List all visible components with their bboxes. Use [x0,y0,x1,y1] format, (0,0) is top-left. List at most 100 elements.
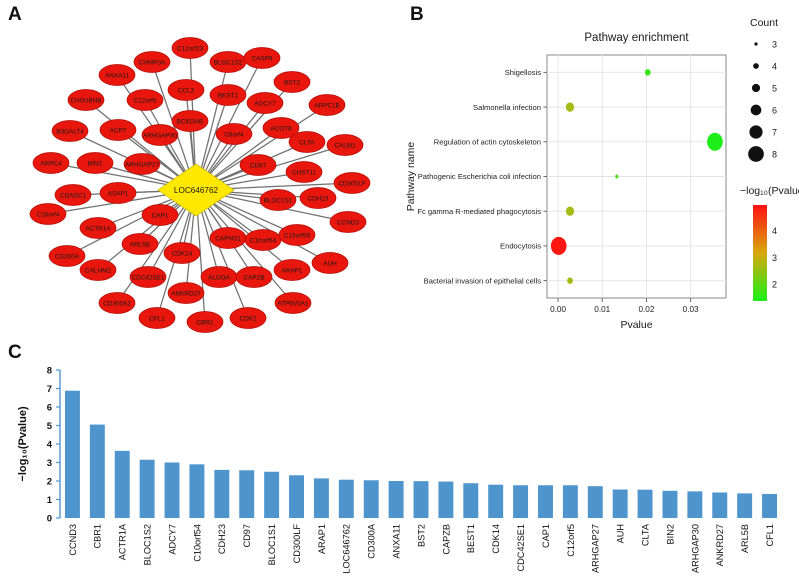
network-node[interactable]: CHMP3A [133,51,171,73]
node-ellipse[interactable] [99,119,137,141]
node-ellipse[interactable] [235,266,273,288]
bar[interactable] [737,493,753,518]
node-ellipse[interactable] [126,89,164,111]
network-node[interactable]: ADCY7 [246,92,284,114]
bubble-point[interactable] [565,206,575,216]
node-ellipse[interactable] [123,153,161,175]
bar[interactable] [637,489,653,518]
network-node[interactable]: CHST11 [285,161,323,183]
bar[interactable] [139,459,155,518]
network-node[interactable]: CD300A2 [98,292,136,314]
network-node[interactable]: CD300A [48,245,86,267]
node-ellipse[interactable] [333,172,371,194]
network-node[interactable]: CASP9 [243,47,281,69]
network-node[interactable]: ALDOA [200,266,238,288]
network-node[interactable]: CFL1 [138,307,176,329]
network-node[interactable]: CDH23 [299,187,337,209]
network-node[interactable]: CD300LF [333,172,371,194]
bar[interactable] [587,486,603,518]
network-node[interactable]: CAPNS1 [209,227,247,249]
bar[interactable] [612,489,628,518]
node-ellipse[interactable] [186,311,224,333]
network-node[interactable]: ACP7 [99,119,137,141]
network-node[interactable]: C19orf59 [278,224,316,246]
bar[interactable] [513,485,529,518]
bubble-point[interactable] [707,132,723,151]
bar[interactable] [89,424,105,518]
node-ellipse[interactable] [229,307,267,329]
network-node[interactable]: ARAP1 [273,259,311,281]
node-ellipse[interactable] [259,189,297,211]
network-node[interactable]: ATP6V0A1 [274,292,312,314]
node-ellipse[interactable] [79,259,117,281]
node-ellipse[interactable] [308,94,346,116]
network-node[interactable]: CBR1 [186,311,224,333]
network-node[interactable]: CAP1 [141,204,179,226]
node-ellipse[interactable] [326,134,364,156]
bar[interactable] [338,479,354,518]
network-node[interactable]: BST2 [273,71,311,93]
bar[interactable] [164,462,180,519]
node-ellipse[interactable] [278,224,316,246]
bar[interactable] [488,484,504,518]
network-node[interactable]: ARHGAP27 [123,153,161,175]
node-ellipse[interactable] [311,252,349,274]
network-node[interactable]: B3GALT4 [51,120,89,142]
bubble-point[interactable] [644,69,651,76]
node-ellipse[interactable] [133,51,171,73]
network-node[interactable]: BIN2 [76,152,114,174]
hub-diamond[interactable] [157,163,235,217]
node-ellipse[interactable] [121,233,159,255]
node-ellipse[interactable] [273,71,311,93]
bar[interactable] [313,478,329,518]
network-node[interactable]: CALHM2 [79,259,117,281]
node-ellipse[interactable] [329,211,367,233]
node-ellipse[interactable] [246,92,284,114]
bar[interactable] [214,469,230,518]
network-node[interactable]: CDK2 [229,307,267,329]
network-node[interactable]: CD97 [239,154,277,176]
bar[interactable] [239,470,255,518]
node-ellipse[interactable] [273,259,311,281]
network-node[interactable]: AUH [311,252,349,274]
network-node[interactable]: CHSUBNB [67,89,105,111]
bar[interactable] [388,481,404,518]
node-ellipse[interactable] [98,64,136,86]
network-node[interactable]: BEST1 [209,84,247,106]
node-ellipse[interactable] [262,117,300,139]
network-node[interactable]: ARL5B [121,233,159,255]
network-node[interactable]: BLOC1S1 [259,189,297,211]
node-ellipse[interactable] [141,204,179,226]
bar[interactable] [64,390,80,518]
node-ellipse[interactable] [239,154,277,176]
node-ellipse[interactable] [54,184,92,206]
network-node[interactable]: ACTR1A [79,217,117,239]
node-ellipse[interactable] [141,124,179,146]
bubble-point[interactable] [550,236,567,255]
node-ellipse[interactable] [288,131,326,153]
network-node[interactable]: CCL3 [167,79,205,101]
network-node[interactable]: ANKRD27 [167,282,205,304]
network-node[interactable]: ARPC1B [308,94,346,116]
network-node[interactable]: ARPC4 [32,152,70,174]
network-node[interactable]: BCKDHB [171,110,209,132]
network-node[interactable]: CCND3 [329,211,367,233]
node-ellipse[interactable] [48,245,86,267]
bubble-point[interactable] [615,174,619,179]
network-node[interactable]: CDC42SE1 [129,266,167,288]
network-node[interactable]: ACOT8 [262,117,300,139]
node-ellipse[interactable] [243,47,281,69]
node-ellipse[interactable] [209,84,247,106]
network-node[interactable]: C12orf5 [126,89,164,111]
network-node[interactable]: C8orf4 [215,123,253,145]
node-ellipse[interactable] [29,203,67,225]
node-ellipse[interactable] [163,242,201,264]
network-node[interactable]: CAPZB [235,266,273,288]
bar[interactable] [463,483,479,518]
node-ellipse[interactable] [299,187,337,209]
node-ellipse[interactable] [32,152,70,174]
bubble-point[interactable] [567,277,573,284]
bar[interactable] [114,450,130,518]
network-node[interactable]: CDK14 [163,242,201,264]
node-ellipse[interactable] [51,120,89,142]
